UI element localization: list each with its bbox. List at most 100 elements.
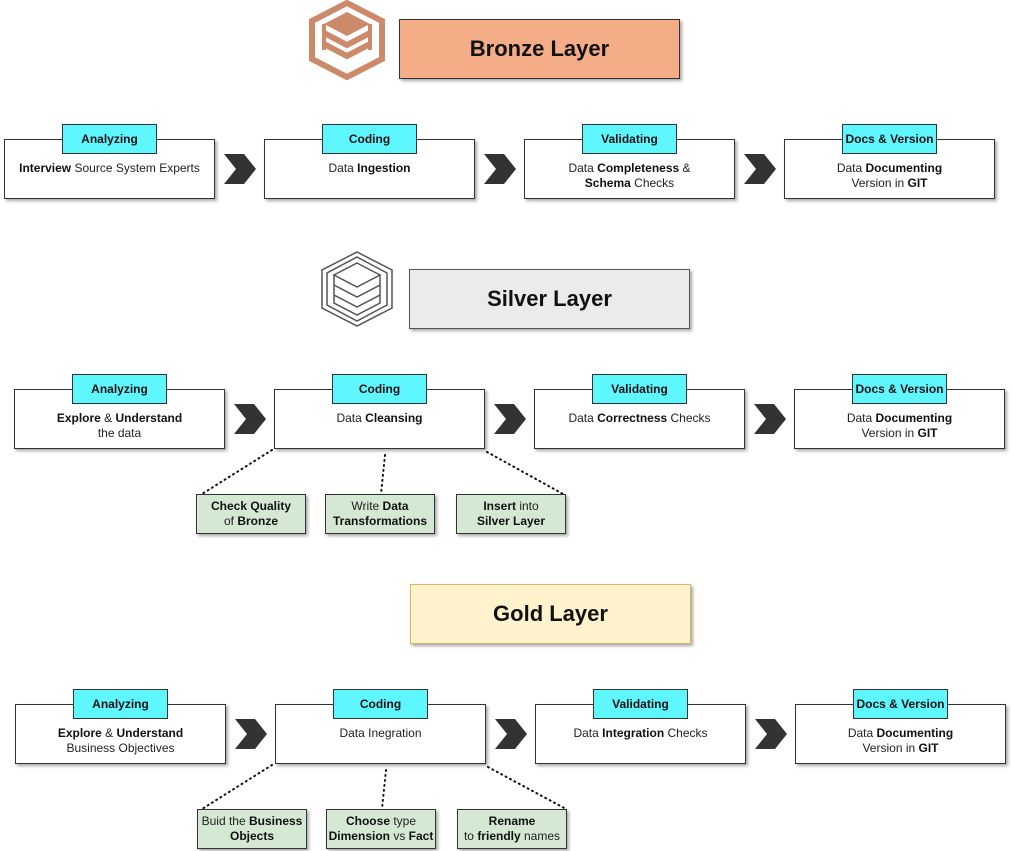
step-tag: Coding xyxy=(333,689,428,719)
connector-silver-1 xyxy=(201,449,273,495)
text-run: Documenting xyxy=(876,726,954,740)
text-run: into xyxy=(516,499,539,513)
text-run: of xyxy=(223,514,238,528)
chevron-right-icon xyxy=(482,152,518,186)
text-run: GIT xyxy=(917,426,938,440)
step-tag: Validating xyxy=(593,689,688,719)
chevron-right-icon xyxy=(233,717,269,751)
text-line: to friendly names xyxy=(464,829,560,844)
text-line: Buid the Business xyxy=(202,814,303,829)
text-line: Explore & Understand xyxy=(57,411,182,426)
step-tag: Docs & Version xyxy=(853,689,948,719)
text-line: Data Inegration xyxy=(339,726,421,741)
text-line: Transformations xyxy=(333,514,427,529)
bronze-layer-title: Bronze Layer xyxy=(399,19,680,79)
text-run: Business Objectives xyxy=(66,741,175,755)
text-run: Bronze xyxy=(237,514,278,528)
text-line: the data xyxy=(98,426,141,441)
connector-gold-2 xyxy=(381,769,387,810)
step-tag: Analyzing xyxy=(62,124,157,154)
text-line: Data Cleansing xyxy=(336,411,422,426)
text-run: Correctness xyxy=(597,411,668,425)
text-run: Explore xyxy=(56,411,101,425)
step-tag: Coding xyxy=(332,374,427,404)
text-line: Version in GIT xyxy=(861,426,937,441)
step-tag: Validating xyxy=(582,124,677,154)
step-box: Data Inegration xyxy=(275,704,486,764)
step-tag: Docs & Version xyxy=(842,124,937,154)
text-line: Write Data xyxy=(351,499,408,514)
text-line: Schema Checks xyxy=(585,176,674,191)
text-run: Interview xyxy=(19,161,72,175)
text-line: Insert into xyxy=(483,499,538,514)
text-run: type xyxy=(390,814,417,828)
text-run: Write xyxy=(351,499,383,513)
connector-silver-3 xyxy=(486,451,564,495)
text-line: Data Completeness & xyxy=(568,161,690,176)
text-line: Version in GIT xyxy=(851,176,927,191)
text-run: to xyxy=(463,829,478,843)
connector-silver-2 xyxy=(380,454,386,495)
text-run: Version in xyxy=(851,176,908,190)
step-tag: Coding xyxy=(322,124,417,154)
text-run: Insert xyxy=(483,499,516,513)
connector-gold-3 xyxy=(487,766,567,810)
text-line: Choose type xyxy=(346,814,416,829)
chevron-right-icon xyxy=(752,402,788,436)
text-line: Check Quality xyxy=(211,499,291,514)
text-run: Completeness xyxy=(597,161,680,175)
text-run: the data xyxy=(97,426,142,440)
text-run: Explore xyxy=(57,726,102,740)
text-line: Explore & Understand xyxy=(58,726,183,741)
step-box: Data Integration Checks xyxy=(535,704,746,764)
step-tag: Analyzing xyxy=(72,374,167,404)
text-run: Understand xyxy=(115,411,183,425)
text-run: Source System Experts xyxy=(71,161,200,175)
text-run: Silver Layer xyxy=(476,514,546,528)
text-line: Silver Layer xyxy=(477,514,545,529)
text-run: & xyxy=(100,411,116,425)
text-run: Data xyxy=(846,411,876,425)
text-run: friendly xyxy=(477,829,521,843)
text-line: of Bronze xyxy=(224,514,278,529)
step-tag: Docs & Version xyxy=(852,374,947,404)
text-run: Data xyxy=(336,411,366,425)
text-run: vs xyxy=(389,829,409,843)
text-line: Data Integration Checks xyxy=(573,726,707,741)
text-line: Dimension vs Fact xyxy=(329,829,434,844)
text-run: & xyxy=(101,726,117,740)
chevron-right-icon xyxy=(492,402,528,436)
text-line: Data Documenting xyxy=(847,411,952,426)
connector-gold-1 xyxy=(201,764,273,810)
text-run: Check Quality xyxy=(210,499,292,513)
text-run: Fact xyxy=(408,829,434,843)
text-run: Dimension xyxy=(328,829,390,843)
text-line: Business Objectives xyxy=(66,741,174,756)
text-run: Schema xyxy=(584,176,631,190)
text-run: Version in xyxy=(861,426,918,440)
text-run: GIT xyxy=(907,176,928,190)
text-run: Understand xyxy=(116,726,184,740)
chevron-right-icon xyxy=(232,402,268,436)
text-run: Checks xyxy=(667,411,711,425)
text-line: Data Documenting xyxy=(837,161,942,176)
text-run: Cleansing xyxy=(365,411,423,425)
text-run: Transformations xyxy=(332,514,428,528)
text-run: Data xyxy=(382,499,409,513)
text-run: Data Inegration xyxy=(339,726,422,740)
silver-layer-icon xyxy=(318,249,396,329)
text-run: names xyxy=(520,829,561,843)
silver-layer-title: Silver Layer xyxy=(409,269,690,329)
text-run: GIT xyxy=(918,741,939,755)
text-line: Objects xyxy=(230,829,274,844)
text-line: Data Correctness Checks xyxy=(568,411,710,426)
text-run: Data xyxy=(573,726,603,740)
text-run: Data xyxy=(568,161,598,175)
text-line: Interview Source System Experts xyxy=(19,161,200,176)
text-run: Business xyxy=(249,814,303,828)
text-run: Checks xyxy=(630,176,675,190)
